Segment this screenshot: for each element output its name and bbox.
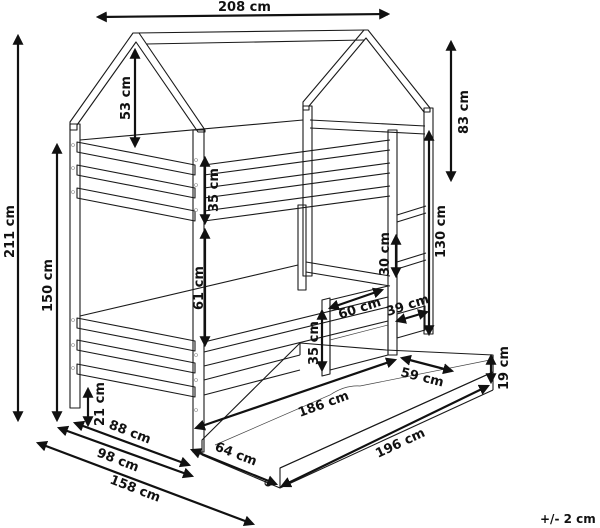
label-drawer-length: 196 cm [373,426,427,462]
arrow-60 [327,287,385,311]
arrow-186 [193,357,398,431]
dimension-lines [12,8,497,527]
label-guard-height: 35 cm [307,321,322,365]
label-rail-length: 186 cm [296,389,351,421]
label-roof-side-height: 83 cm [457,90,472,134]
label-upper-rail-height: 35 cm [207,168,222,212]
label-drawer-depth: 59 cm [399,365,445,390]
label-roof-height: 53 cm [119,76,134,120]
arrow-158 [35,440,256,527]
arrow-59 [399,354,455,375]
label-width-with-drawer: 158 cm [108,473,163,506]
label-drawer-pullout: 64 cm [213,440,259,470]
label-ladder-step: 30 cm [378,232,393,276]
label-between-bunks: 61 cm [192,266,207,310]
tolerance-note: +/- 2 cm [540,512,596,526]
label-drawer-height: 19 cm [497,346,512,390]
arrow-64 [189,448,279,486]
label-total-height: 211 cm [3,205,18,258]
label-total-length: 208 cm [218,0,271,15]
arrow-196 [280,384,490,488]
label-guard-length: 60 cm [337,295,383,323]
label-ladder-height: 130 cm [434,205,449,258]
label-floor-clearance: 21 cm [93,382,108,426]
label-upper-bunk-height: 150 cm [41,259,56,312]
arrow-208 [95,8,391,23]
arrow-39 [394,309,430,324]
dimension-labels: 208 cm 211 cm 150 cm 53 cm 83 cm 35 cm 6… [3,0,596,526]
